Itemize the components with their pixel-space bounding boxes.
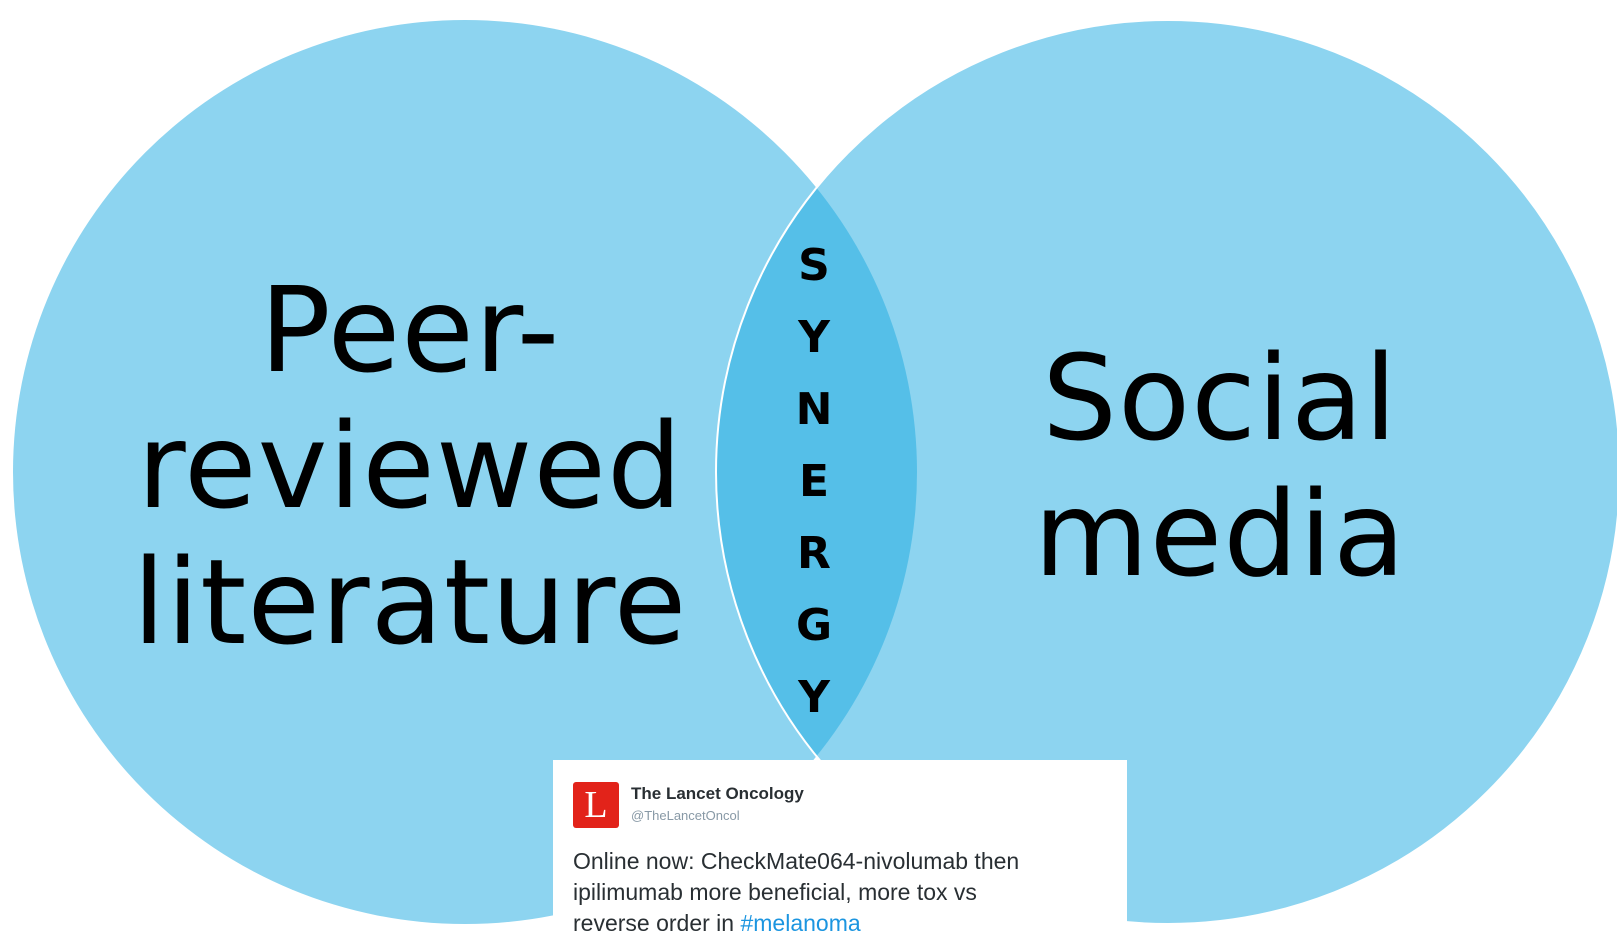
tweet-handle[interactable]: @TheLancetOncol bbox=[631, 808, 740, 823]
tweet-text-line: Online now: CheckMate064-nivolumab then bbox=[573, 848, 1020, 874]
lancet-logo-icon[interactable]: L bbox=[573, 782, 619, 828]
synergy-letter: E bbox=[798, 456, 830, 507]
left-circle bbox=[13, 20, 917, 924]
right-circle-label: Social media bbox=[1010, 330, 1430, 602]
hashtag-link[interactable]: #melanoma bbox=[740, 910, 861, 936]
tweet-text-line: reverse order in #melanoma bbox=[573, 908, 1113, 936]
tweet-account-name[interactable]: The Lancet Oncology bbox=[631, 784, 804, 803]
synergy-letter: S bbox=[798, 240, 830, 291]
tweet-card: L The Lancet Oncology @TheLancetOncol On… bbox=[553, 760, 1127, 936]
tweet-text-fragment: reverse order in bbox=[573, 910, 741, 936]
right-label-line: media bbox=[1033, 465, 1407, 603]
right-circle bbox=[716, 20, 1617, 924]
tweet-text-line: ipilimumab more beneficial, more tox vs bbox=[573, 879, 977, 905]
right-circle-outline bbox=[715, 19, 1617, 925]
synergy-letter: R bbox=[797, 528, 831, 579]
right-label-line: Social bbox=[1042, 329, 1398, 467]
left-label-line: literature bbox=[132, 533, 688, 671]
synergy-label: S Y N E R G Y bbox=[786, 236, 842, 740]
synergy-letter: G bbox=[795, 600, 833, 651]
synergy-letter: N bbox=[795, 384, 833, 435]
left-circle-label: Peer- reviewed literature bbox=[130, 262, 690, 670]
tweet-text: Online now: CheckMate064-nivolumab then … bbox=[573, 846, 1113, 936]
left-label-line: reviewed bbox=[137, 397, 683, 535]
synergy-letter: Y bbox=[798, 312, 830, 363]
synergy-letter: Y bbox=[798, 672, 830, 723]
left-label-line: Peer- bbox=[259, 261, 561, 399]
